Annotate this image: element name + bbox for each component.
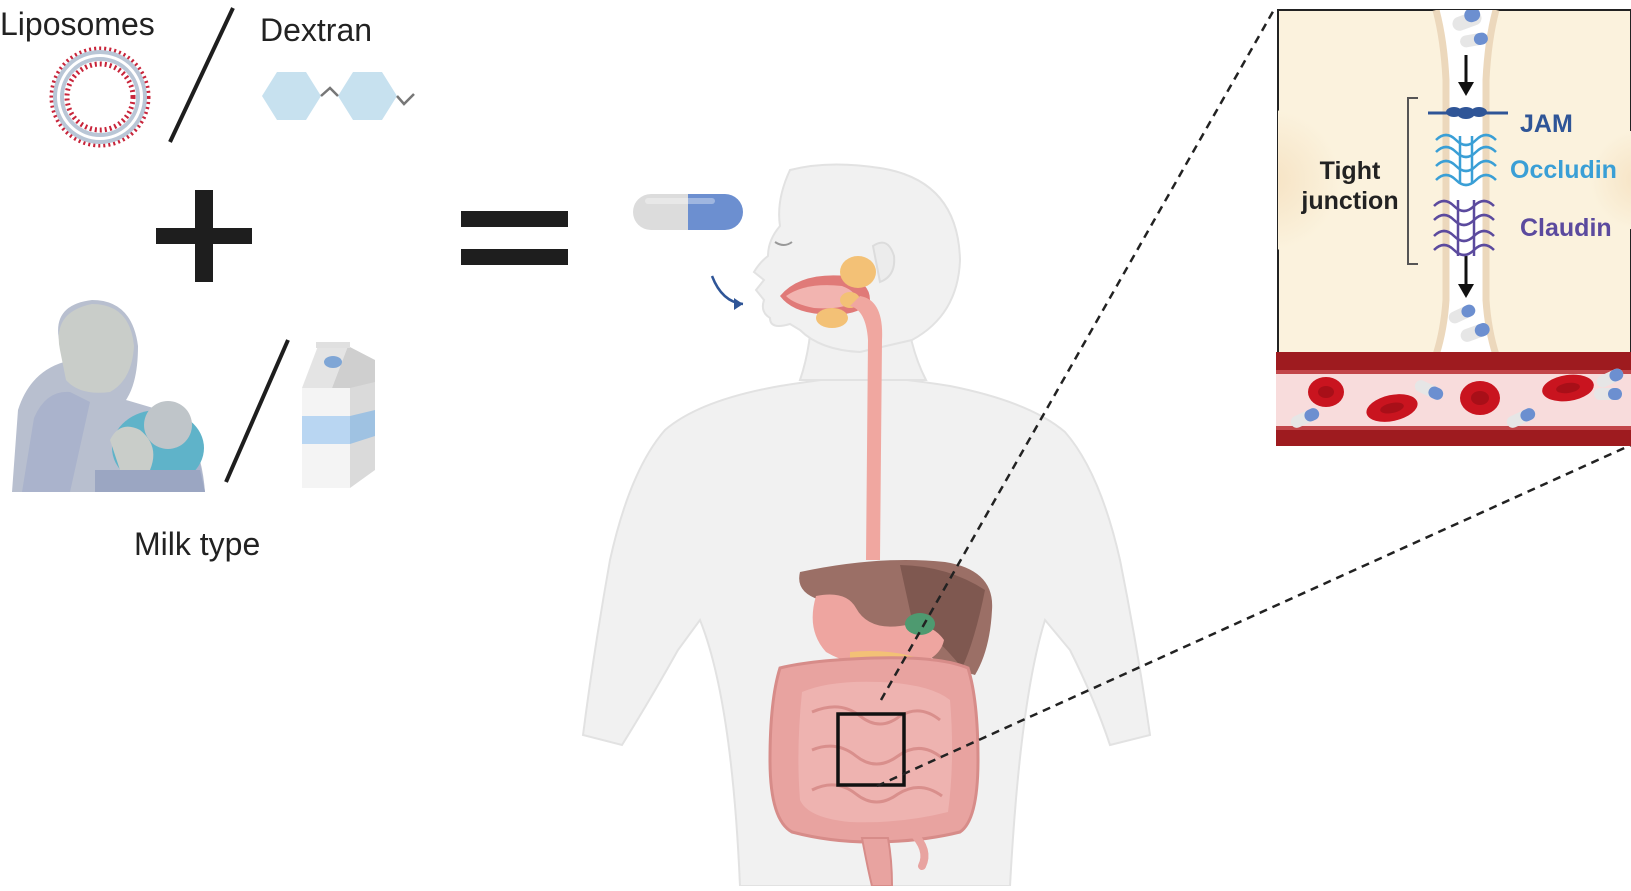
intake-arrow [710, 275, 744, 306]
claudin-label: Claudin [1520, 214, 1612, 242]
blood-vessel [1276, 352, 1631, 446]
tight-junction-label: Tight junction [1290, 156, 1410, 216]
claudin-protein [1433, 199, 1495, 257]
jam-label: JAM [1520, 110, 1573, 138]
dextran-label: Dextran [260, 12, 373, 48]
capsule-icon [633, 194, 743, 230]
occludin-label: Occludin [1510, 156, 1617, 184]
breastfeeding-icon [12, 300, 205, 492]
plus-icon [156, 190, 252, 282]
zoom-line-top [879, 7, 1277, 701]
dextran-icon [262, 72, 415, 120]
tight-junction-label-line2: junction [1301, 187, 1399, 215]
zoom-box [836, 712, 906, 787]
equals-icon [461, 211, 568, 265]
liposome-icon [49, 46, 151, 148]
human-digestive-icon [581, 163, 1152, 887]
jam-protein [1428, 107, 1508, 119]
liposomes-label: Liposomes [0, 6, 155, 42]
separator-slash-bottom [224, 339, 290, 483]
milk-type-label: Milk type [134, 526, 261, 562]
tight-junction-bracket [1407, 97, 1418, 265]
zoom-line-bottom [876, 443, 1631, 788]
tight-junction-label-line1: Tight [1319, 157, 1381, 185]
tight-junction-panel [1276, 9, 1631, 446]
occludin-protein [1435, 133, 1497, 187]
separator-slash-top [168, 7, 235, 143]
milk-carton-icon [302, 342, 375, 488]
